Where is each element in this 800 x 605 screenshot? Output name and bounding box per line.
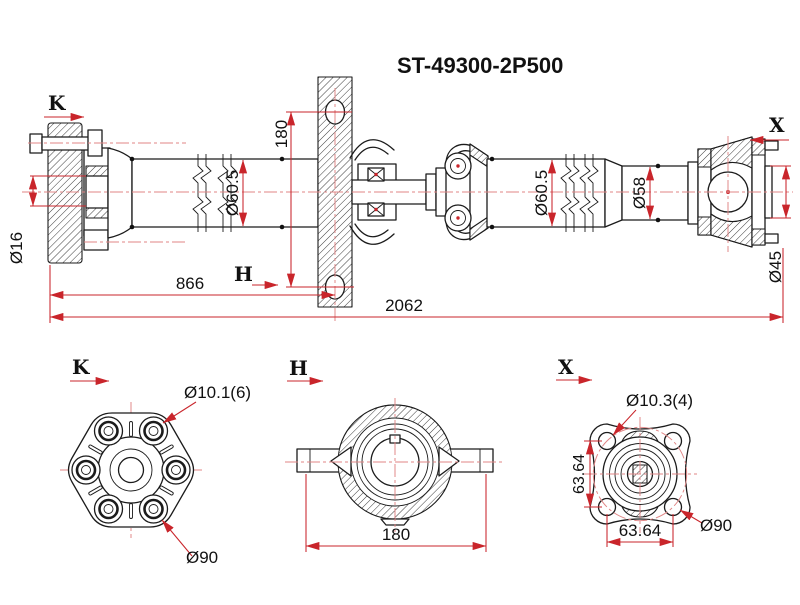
weld-dots <box>129 156 661 230</box>
dim-bore-front: Ø16 <box>7 232 26 264</box>
view-arrow-h-label: H <box>234 262 253 286</box>
view-arrow-k-label: K <box>48 91 66 115</box>
web-cutout-left <box>330 446 352 477</box>
bolt-circle-centerline <box>592 426 688 522</box>
dim-tube-front: Ø60.5 <box>223 170 242 216</box>
dim-x-pitch-horizontal: 63.64 <box>619 521 662 540</box>
flange-bolt-top <box>764 140 779 151</box>
dim-length-front: 866 <box>176 274 204 293</box>
dim-x-pitch-vertical: 63.64 <box>571 454 588 494</box>
end-tube <box>621 165 689 221</box>
main-view: Ø16 Ø60.5 180 Ø60.5 Ø58 Ø45 866 <box>7 76 793 324</box>
view-h-label: H <box>289 356 308 380</box>
view-x-label: X <box>558 355 574 379</box>
view-direction-labels: K H X <box>44 91 789 290</box>
dim-k-bolt-circle: Ø90 <box>186 548 218 567</box>
centerlines <box>22 88 793 324</box>
detail-view-x: X 63.64 63.64 Ø10.3(4) Ø90 <box>556 355 732 547</box>
disc-slots <box>88 421 174 519</box>
view-arrow-x-label: X <box>769 113 785 137</box>
bottom-tab <box>380 518 410 526</box>
dim-k-bolt-holes: Ø10.1(6) <box>184 383 251 402</box>
disc-bolt-holes <box>71 416 191 524</box>
dim-h-width: 180 <box>382 525 410 544</box>
dim-flange-pilot: Ø45 <box>766 251 785 283</box>
web-cutout-right <box>438 446 460 477</box>
dim-x-bolt-circle: Ø90 <box>700 516 732 535</box>
center-bore <box>117 456 145 484</box>
flange-bell <box>107 147 133 239</box>
dim-x-bolt-holes: Ø10.3(4) <box>626 391 693 410</box>
dim-bracket-height: 180 <box>272 120 291 148</box>
dim-tube-end: Ø58 <box>630 177 649 209</box>
part-number-title: ST-49300-2P500 <box>397 53 563 78</box>
bolt-head <box>29 133 43 154</box>
tube-taper <box>604 158 623 228</box>
flange-bolt-bottom <box>764 233 779 244</box>
dim-tube-rear: Ø60.5 <box>532 170 551 216</box>
dim-length-total: 2062 <box>385 296 423 315</box>
hub-lower <box>83 229 109 251</box>
detail-view-h: H 180 <box>285 356 505 552</box>
main-dimensions: Ø16 Ø60.5 180 Ø60.5 Ø58 Ø45 866 <box>7 111 791 323</box>
view-k-label: K <box>72 355 90 379</box>
rear-tube <box>486 153 689 233</box>
detail-view-k: K Ø10.1(6) Ø90 <box>60 355 251 567</box>
